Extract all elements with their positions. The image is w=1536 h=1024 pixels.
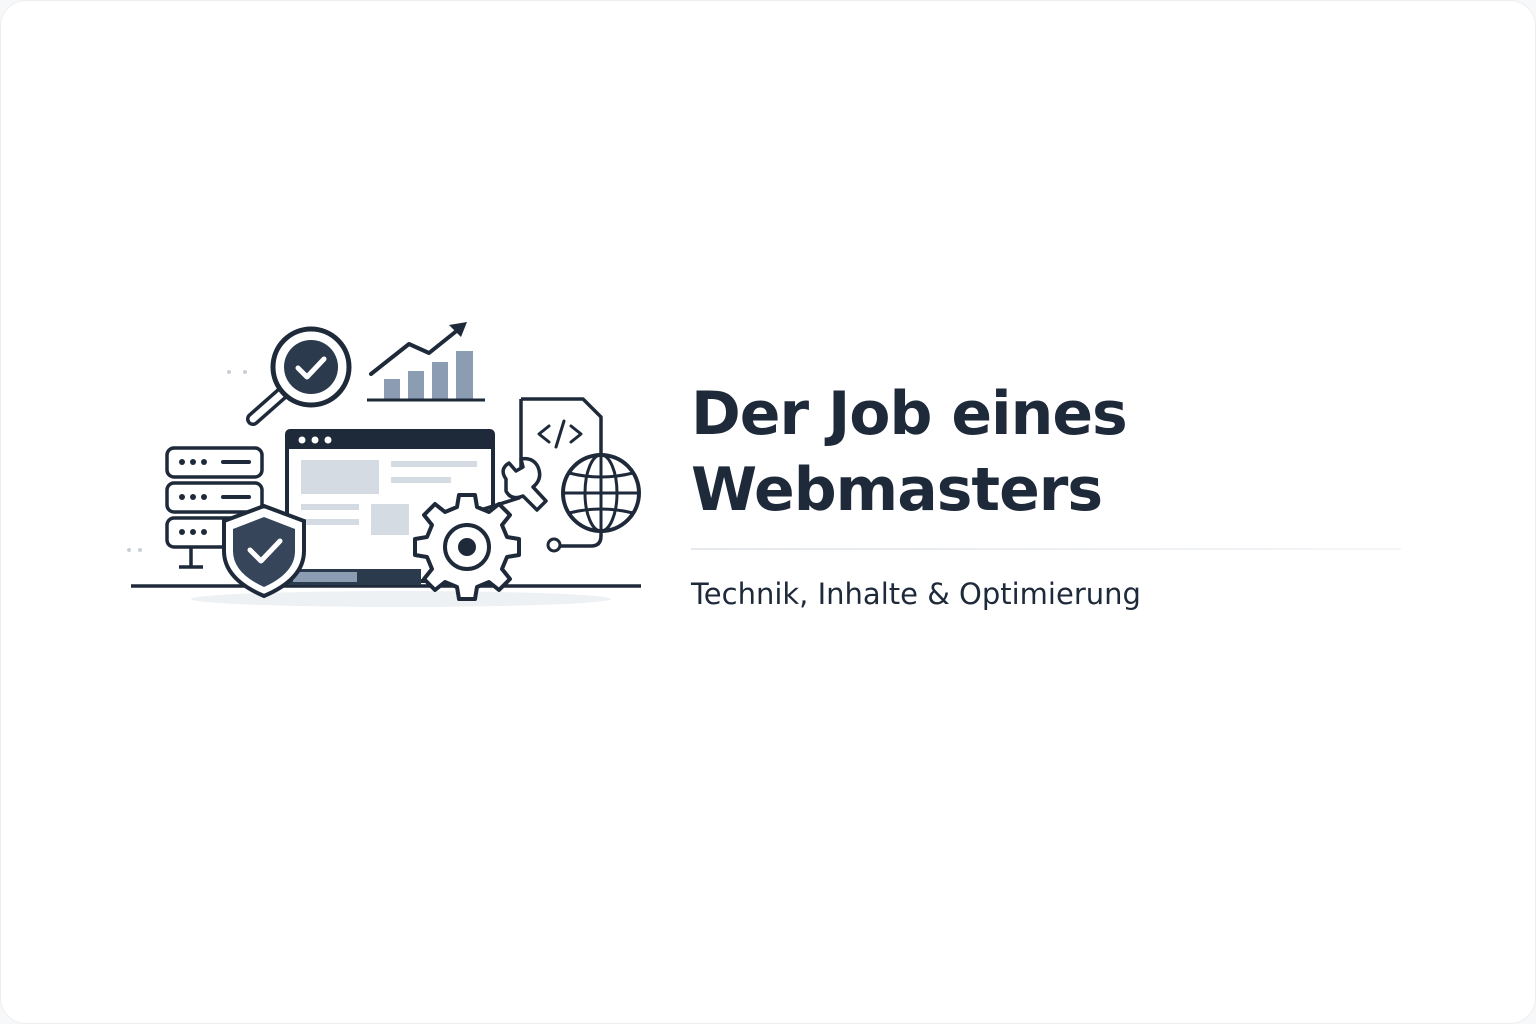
divider: [691, 548, 1401, 550]
search-check-icon: [246, 326, 352, 426]
page-subtitle: Technik, Inhalte & Optimierung: [691, 577, 1141, 611]
webmaster-illustration: [127, 322, 641, 607]
hero-text: Der Job eines Webmasters Technik, Inhalt…: [691, 376, 1411, 612]
page-title: Der Job eines Webmasters: [691, 376, 1411, 528]
title-line-1: Der Job eines: [691, 379, 1128, 449]
globe-icon: [561, 453, 641, 533]
ground-shadow: [191, 591, 611, 607]
growth-chart-icon: [367, 322, 485, 402]
gear-icon: [413, 493, 521, 601]
security-shield-icon: [222, 503, 306, 599]
title-line-2: Webmasters: [691, 455, 1103, 525]
